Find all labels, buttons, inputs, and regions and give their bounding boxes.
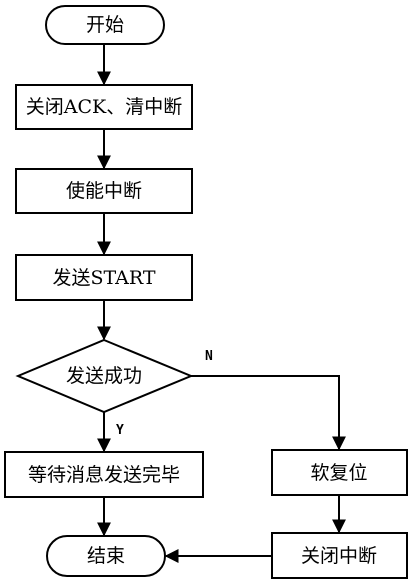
arrow-decision-no bbox=[191, 375, 346, 451]
close-interrupt-label: 关闭中断 bbox=[301, 545, 377, 567]
soft-reset-label: 软复位 bbox=[310, 462, 367, 484]
end-node: 结束 bbox=[46, 535, 166, 577]
close-ack-node: 关闭ACK、清中断 bbox=[15, 84, 193, 130]
enable-interrupt-label: 使能中断 bbox=[66, 180, 142, 202]
soft-reset-node: 软复位 bbox=[271, 449, 408, 496]
end-label: 结束 bbox=[87, 545, 125, 567]
close-interrupt-node: 关闭中断 bbox=[271, 532, 408, 579]
wait-complete-node: 等待消息发送完毕 bbox=[4, 451, 204, 498]
send-start-node: 发送START bbox=[15, 254, 193, 301]
enable-interrupt-node: 使能中断 bbox=[15, 168, 193, 214]
start-label: 开始 bbox=[86, 14, 124, 36]
start-node: 开始 bbox=[45, 5, 165, 45]
wait-complete-label: 等待消息发送完毕 bbox=[28, 464, 180, 486]
branch-no-label: N bbox=[205, 349, 213, 364]
send-start-label: 发送START bbox=[52, 267, 155, 289]
close-ack-label: 关闭ACK、清中断 bbox=[26, 96, 182, 118]
send-success-label: 发送成功 bbox=[66, 365, 142, 387]
branch-yes-label: Y bbox=[116, 423, 124, 438]
send-success-decision: 发送成功 bbox=[15, 338, 194, 414]
